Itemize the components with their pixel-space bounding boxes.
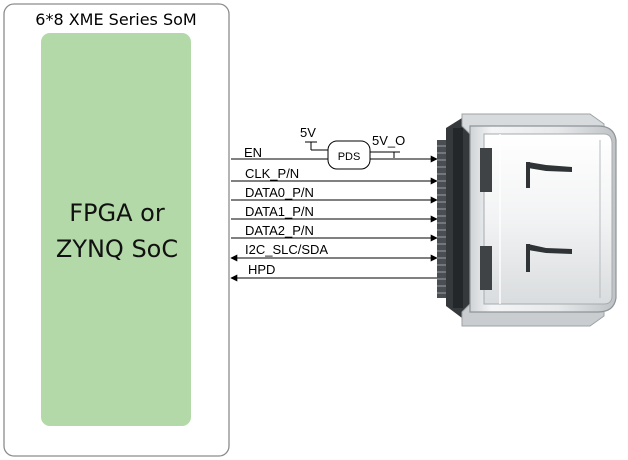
- power-input-label: 5V: [300, 125, 316, 140]
- pds-switch: [327, 140, 371, 170]
- signal-label-en: EN: [244, 145, 262, 160]
- fpga-zynq-block: [41, 33, 191, 426]
- som-title: 6*8 XME Series SoM: [35, 10, 196, 29]
- hdmi-connector-icon: [437, 113, 617, 327]
- pds-label: PDS: [338, 151, 361, 163]
- signal-lines: EN CLK_P/N DATA0_P/N DATA1_P/N DATA2_P/N…: [230, 145, 438, 282]
- signal-label-data2: DATA2_P/N: [245, 223, 314, 238]
- signal-label-i2c: I2C_SLC/SDA: [245, 242, 328, 257]
- signal-label-hpd: HPD: [248, 262, 275, 277]
- power-output-label: 5V_O: [372, 133, 405, 148]
- chip-label-line1: FPGA or: [69, 199, 165, 227]
- signal-label-clk: CLK_P/N: [245, 166, 299, 181]
- chip-label-line2: ZYNQ SoC: [56, 235, 178, 263]
- signal-label-data0: DATA0_P/N: [245, 185, 314, 200]
- signal-label-data1: DATA1_P/N: [245, 204, 314, 219]
